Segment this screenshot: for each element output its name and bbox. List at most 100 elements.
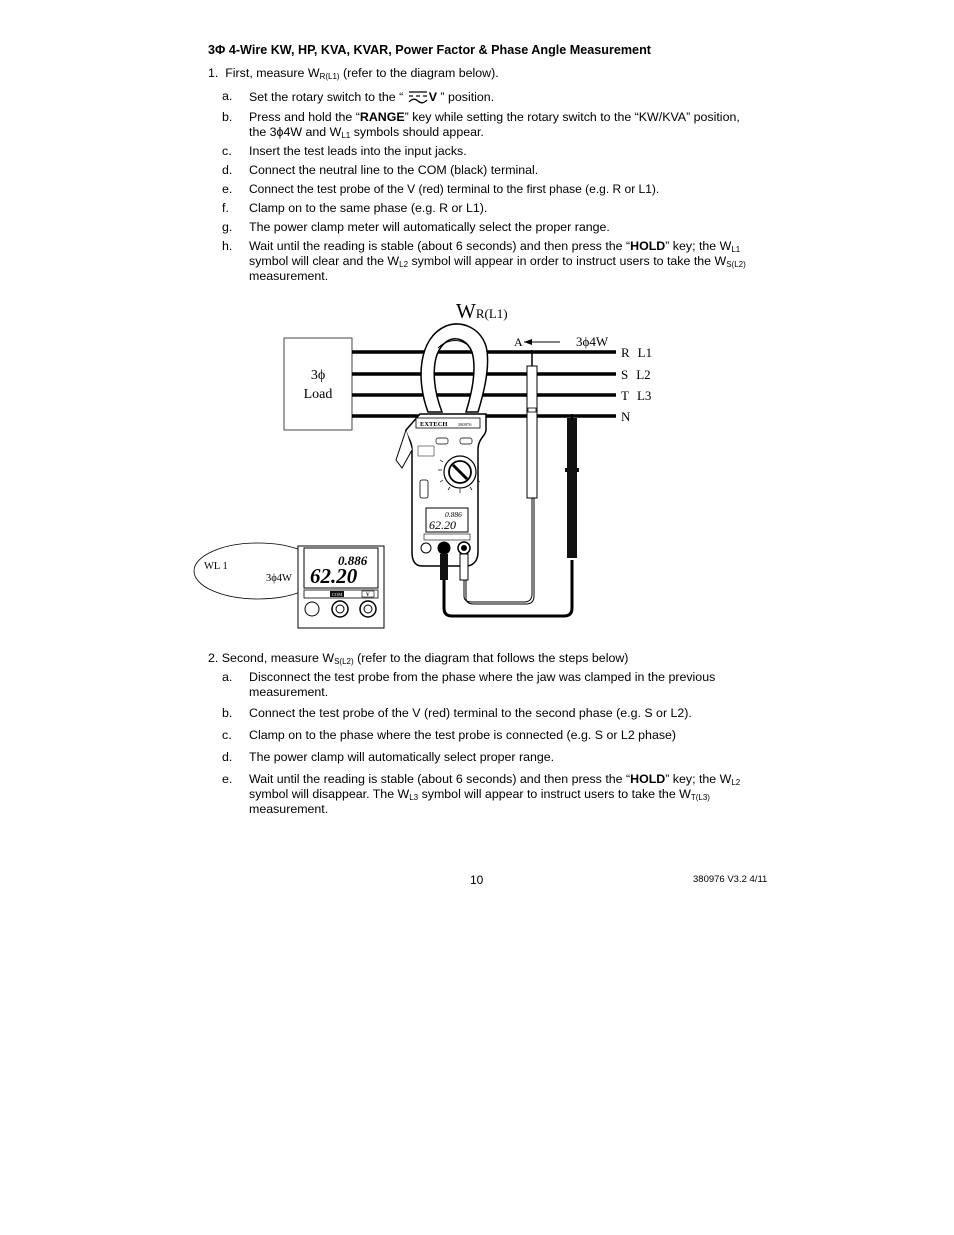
zoomed-small-reading: 0.886 (338, 553, 368, 568)
v-test-lead (463, 498, 533, 603)
zoomed-v-key (361, 590, 375, 598)
item-2c: Clamp on to the phase where the test pro… (249, 728, 677, 742)
step-number: 2. (208, 651, 219, 665)
item-text: symbols should appear. (350, 125, 484, 139)
meter-side-button (419, 479, 429, 499)
zoomed-com-jack-inner (335, 604, 345, 614)
document-code: 380976 V3.2 4/11 (693, 874, 768, 885)
v-lead-plug (459, 553, 469, 581)
item-letter: e. (222, 182, 233, 196)
v-test-probe (526, 365, 538, 499)
item-letter: a. (222, 670, 233, 684)
item-sub: T(L3) (690, 793, 710, 802)
ac-dc-symbol-icon (407, 89, 429, 105)
zoomed-lcd (303, 547, 379, 589)
range-key-label: RANGE (359, 110, 405, 124)
phase-label-n: N (621, 409, 631, 424)
zoomed-big-reading: 62.20 (310, 564, 358, 588)
step-lead-sub: S(L2) (334, 657, 354, 666)
item-letter: c. (222, 144, 232, 158)
load-box (283, 337, 353, 431)
item-2b: Connect the test probe of the V (red) te… (249, 706, 692, 720)
item-sub: L3 (409, 793, 419, 802)
item-text: Disconnect the test probe from the phase… (249, 670, 716, 684)
load-label-text: Load (304, 387, 333, 402)
item-text: ” key while setting the rotary switch to… (404, 110, 740, 124)
brand-strip (415, 417, 481, 429)
meter-panel-label (417, 445, 435, 457)
lcd-small-reading: 0.886 (445, 510, 462, 519)
item-2e: Wait until the reading is stable (about … (249, 772, 740, 817)
jaw-trigger (395, 429, 413, 469)
item-1g: The power clamp meter will automatically… (249, 220, 610, 234)
item-1f: Clamp on to the same phase (e.g. R or L1… (249, 201, 488, 215)
hold-key-label: HOLD (630, 772, 666, 786)
arrow-head-icon (524, 339, 532, 345)
zoomed-v-jack-inner (363, 604, 373, 614)
jaw-inner-line (437, 340, 467, 349)
step-lead-rest: (refer to the diagram below). (339, 66, 499, 80)
callout-mode: 3ϕ4W (266, 573, 292, 584)
item-text: Press and hold the “ (249, 110, 360, 124)
diagram-caption: WR(L1) (456, 299, 508, 323)
item-text: symbol will appear to instruct users to … (418, 787, 691, 801)
item-sub: L1 (341, 131, 351, 140)
item-text: measurement. (249, 685, 329, 699)
item-sub: L2 (399, 260, 409, 269)
item-letter: a. (222, 89, 233, 103)
item-letter: g. (222, 220, 233, 234)
com-test-probe (567, 418, 577, 558)
step-lead: First, measure W (225, 66, 320, 80)
hold-key-label: HOLD (630, 239, 666, 253)
item-1c: Insert the test leads into the input jac… (249, 144, 467, 158)
item-text: symbol will appear in order to instruct … (408, 254, 727, 268)
step-1: 1. First, measure WR(L1) (refer to the d… (208, 66, 499, 81)
meter-lcd (425, 507, 469, 533)
zoomed-jack-left (304, 601, 320, 617)
item-letter: h. (222, 239, 233, 253)
item-letter: e. (222, 772, 233, 786)
zoomed-com-label: COM (332, 592, 342, 597)
item-text: ” key; the W (665, 772, 732, 786)
item-1e: Connect the test probe of the V (red) te… (249, 182, 660, 196)
page-number: 10 (470, 873, 484, 887)
item-text: Set the rotary switch to the “ (249, 90, 407, 104)
step-number: 1. (208, 66, 219, 80)
item-2a: Disconnect the test probe from the phase… (249, 670, 715, 700)
v-probe-guard (527, 407, 537, 413)
item-text: ” key; the W (665, 239, 732, 253)
item-letter: d. (222, 163, 233, 177)
item-sub: S(L2) (726, 260, 746, 269)
com-lead-plug (440, 554, 448, 580)
item-2d: The power clamp will automatically selec… (249, 750, 555, 764)
item-text: symbol will disappear. The W (249, 787, 410, 801)
item-text: measurement. (249, 269, 329, 283)
current-arrow-label: A (514, 335, 523, 349)
meter-model: 380976 (458, 422, 472, 427)
item-1h: Wait until the reading is stable (about … (249, 239, 746, 284)
meter-small-button (435, 437, 449, 445)
item-1b: Press and hold the “RANGE” key while set… (249, 110, 740, 140)
item-letter: c. (222, 728, 232, 742)
step-lead-rest: (refer to the diagram that follows the s… (353, 651, 629, 665)
item-text: Wait until the reading is stable (about … (249, 772, 631, 786)
meter-small-button (459, 437, 473, 445)
rotary-switch-pointer (451, 463, 469, 481)
item-letter: b. (222, 110, 233, 124)
item-letter: b. (222, 706, 233, 720)
item-letter: d. (222, 750, 233, 764)
meter-keys-row (423, 533, 471, 541)
item-text: measurement. (249, 802, 329, 816)
item-sub: L1 (731, 245, 741, 254)
zoomed-v-label: V (366, 593, 370, 598)
clamp-jaw (420, 323, 489, 413)
system-label: 3ϕ4W (576, 334, 609, 349)
lcd-big-reading: 62.20 (429, 518, 456, 532)
callout-label: WL 1 (204, 561, 228, 572)
page-title: 3Φ 4-Wire KW, HP, KVA, KVAR, Power Facto… (208, 43, 651, 57)
com-jack (437, 541, 451, 555)
rotary-switch-ticks (438, 459, 481, 493)
